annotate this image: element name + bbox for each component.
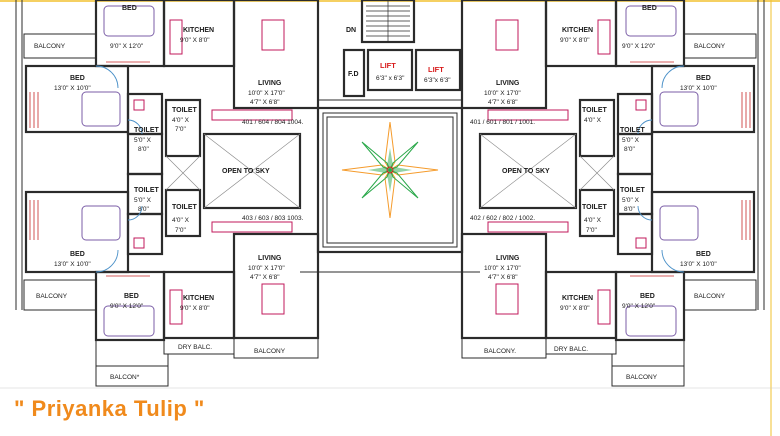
label-toilet-dim-left-1a: 4'0" X <box>172 117 190 124</box>
label-balcony-left-bot2: BALCONY <box>254 348 286 355</box>
label-flat-bot-right: 402 / 602 / 802 / 1002. <box>470 215 535 222</box>
label-toilet-dim-left-3b: 8'0" <box>138 206 149 213</box>
label-bed-dim-right-bot: 9'0" X 12'0" <box>622 303 656 310</box>
label-toilet-dim-left-1b: 7'0" <box>175 126 186 133</box>
open-to-sky-marks <box>165 133 615 209</box>
door-swings <box>95 65 685 273</box>
label-bed-dim-left-top: 9'0" X 12'0" <box>110 43 144 50</box>
label-toilet-right-2: TOILET <box>620 127 645 134</box>
label-lift-2: LIFT <box>428 65 444 74</box>
label-bed-dim-left-mid: 13'0" X 10'0" <box>54 85 91 92</box>
label-balcony-right-top: BALCONY <box>694 43 726 50</box>
label-toilet-right-4: TOILET <box>582 204 607 211</box>
label-toilet-left-1: TOILET <box>172 107 197 114</box>
label-living-right-bot: LIVING <box>496 255 520 262</box>
label-kitchen-dim-left-bot: 9'0" X 8'0" <box>180 305 210 312</box>
label-flat-bot-left: 403 / 603 / 803 1003. <box>242 215 304 222</box>
label-living-dim1-left-top: 10'0" X 17'0" <box>248 90 285 97</box>
label-living-dim1-right-top: 10'0" X 17'0" <box>484 90 521 97</box>
label-living-dim1-right-bot: 10'0" X 17'0" <box>484 265 521 272</box>
label-toilet-left-2: TOILET <box>134 127 159 134</box>
label-balcony-left-top: BALCONY <box>34 43 66 50</box>
label-flat-top-left: 401 / 604 / 804 1004. <box>242 119 304 126</box>
label-bed-right-mid: BED <box>696 75 711 82</box>
label-living-dim2-left-top: 4'7" X 6'8" <box>250 99 280 106</box>
label-bed-right-top: BED <box>642 5 657 12</box>
label-toilet-dim-left-3a: 5'0" X <box>134 197 152 204</box>
label-toilet-dim-left-2b: 8'0" <box>138 146 149 153</box>
label-balcony-left-bot3: BALCON* <box>110 374 140 381</box>
label-toilet-right-3: TOILET <box>620 187 645 194</box>
label-bed-left-top: BED <box>122 5 137 12</box>
label-kitchen-dim-right-bot: 9'0" X 8'0" <box>560 305 590 312</box>
labels: DN F.D LIFT 6'3" x 6'3" LIFT 6'3"x 6'3" … <box>34 5 726 381</box>
label-bed-dim-right-top: 9'0" X 12'0" <box>622 43 656 50</box>
label-toilet-left-3: TOILET <box>134 187 159 194</box>
label-dn: DN <box>346 27 356 34</box>
label-bed-dim-left-bot: 9'0" X 12'0" <box>110 303 144 310</box>
label-living-dim2-right-bot: 4'7" X 6'8" <box>488 274 518 281</box>
project-title: " Priyanka Tulip " <box>14 396 205 421</box>
label-kitchen-right-top: KITCHEN <box>562 27 593 34</box>
label-bed-left-bot: BED <box>124 293 139 300</box>
label-bed-dim-right-mid: 13'0" X 10'0" <box>680 85 717 92</box>
furniture <box>81 5 699 337</box>
label-lift-dim-2: 6'3"x 6'3" <box>424 77 451 84</box>
label-open-to-sky-left: OPEN TO SKY <box>222 168 270 175</box>
label-living-left-bot: LIVING <box>258 255 282 262</box>
label-living-dim2-left-bot: 4'7" X 6'8" <box>250 274 280 281</box>
label-toilet-dim-right-1a: 4'0" X <box>584 117 602 124</box>
label-toilet-left-4: TOILET <box>172 204 197 211</box>
window-hatching <box>29 61 751 277</box>
label-toilet-dim-right-4a: 4'0" X <box>584 217 602 224</box>
label-open-to-sky-right: OPEN TO SKY <box>502 168 550 175</box>
label-balcony-right-bot: BALCONY <box>694 293 726 300</box>
label-bed-dim-right-lower: 13'0" X 10'0" <box>680 261 717 268</box>
label-bed-right-lower: BED <box>696 251 711 258</box>
label-kitchen-right-bot: KITCHEN <box>562 295 593 302</box>
label-balcony-left-bot: BALCONY <box>36 293 68 300</box>
label-toilet-dim-right-3a: 5'0" X <box>622 197 640 204</box>
left-wing <box>15 0 320 387</box>
label-kitchen-left-top: KITCHEN <box>183 27 214 34</box>
label-toilet-dim-right-2b: 8'0" <box>624 146 635 153</box>
label-toilet-dim-right-3b: 8'0" <box>624 206 635 213</box>
label-toilet-dim-right-2a: 5'0" X <box>622 137 640 144</box>
label-lift-dim-1: 6'3" x 6'3" <box>376 75 405 82</box>
label-living-dim1-left-bot: 10'0" X 17'0" <box>248 265 285 272</box>
label-lift-1: LIFT <box>380 61 396 70</box>
label-dry-balc-left: DRY BALC. <box>178 344 212 351</box>
compass-rose-icon <box>341 121 439 219</box>
central-core <box>300 0 480 278</box>
label-kitchen-dim-left-top: 9'0" X 8'0" <box>180 37 210 44</box>
label-fd: F.D <box>348 71 359 78</box>
label-toilet-dim-left-4b: 7'0" <box>175 227 186 234</box>
label-bed-dim-left-lower: 13'0" X 10'0" <box>54 261 91 268</box>
label-bed-left-mid: BED <box>70 75 85 82</box>
label-kitchen-dim-right-top: 9'0" X 8'0" <box>560 37 590 44</box>
label-toilet-dim-left-4a: 4'0" X <box>172 217 190 224</box>
label-kitchen-left-bot: KITCHEN <box>183 295 214 302</box>
label-living-right-top: LIVING <box>496 80 520 87</box>
label-balcony-right-bot2: BALCONY. <box>484 348 516 355</box>
label-bed-right-bot: BED <box>640 293 655 300</box>
label-living-left-top: LIVING <box>258 80 282 87</box>
label-toilet-dim-right-4b: 7'0" <box>586 227 597 234</box>
label-flat-top-right: 401 / 601 / 801 / 1001. <box>470 119 535 126</box>
label-living-dim2-right-top: 4'7" X 6'8" <box>488 99 518 106</box>
label-toilet-dim-left-2a: 5'0" X <box>134 137 152 144</box>
right-wing <box>460 0 765 387</box>
label-balcony-right-bot3: BALCONY <box>626 374 658 381</box>
label-bed-left-lower: BED <box>70 251 85 258</box>
label-dry-balc-right: DRY BALC. <box>554 346 588 353</box>
label-toilet-right-1: TOILET <box>582 107 607 114</box>
